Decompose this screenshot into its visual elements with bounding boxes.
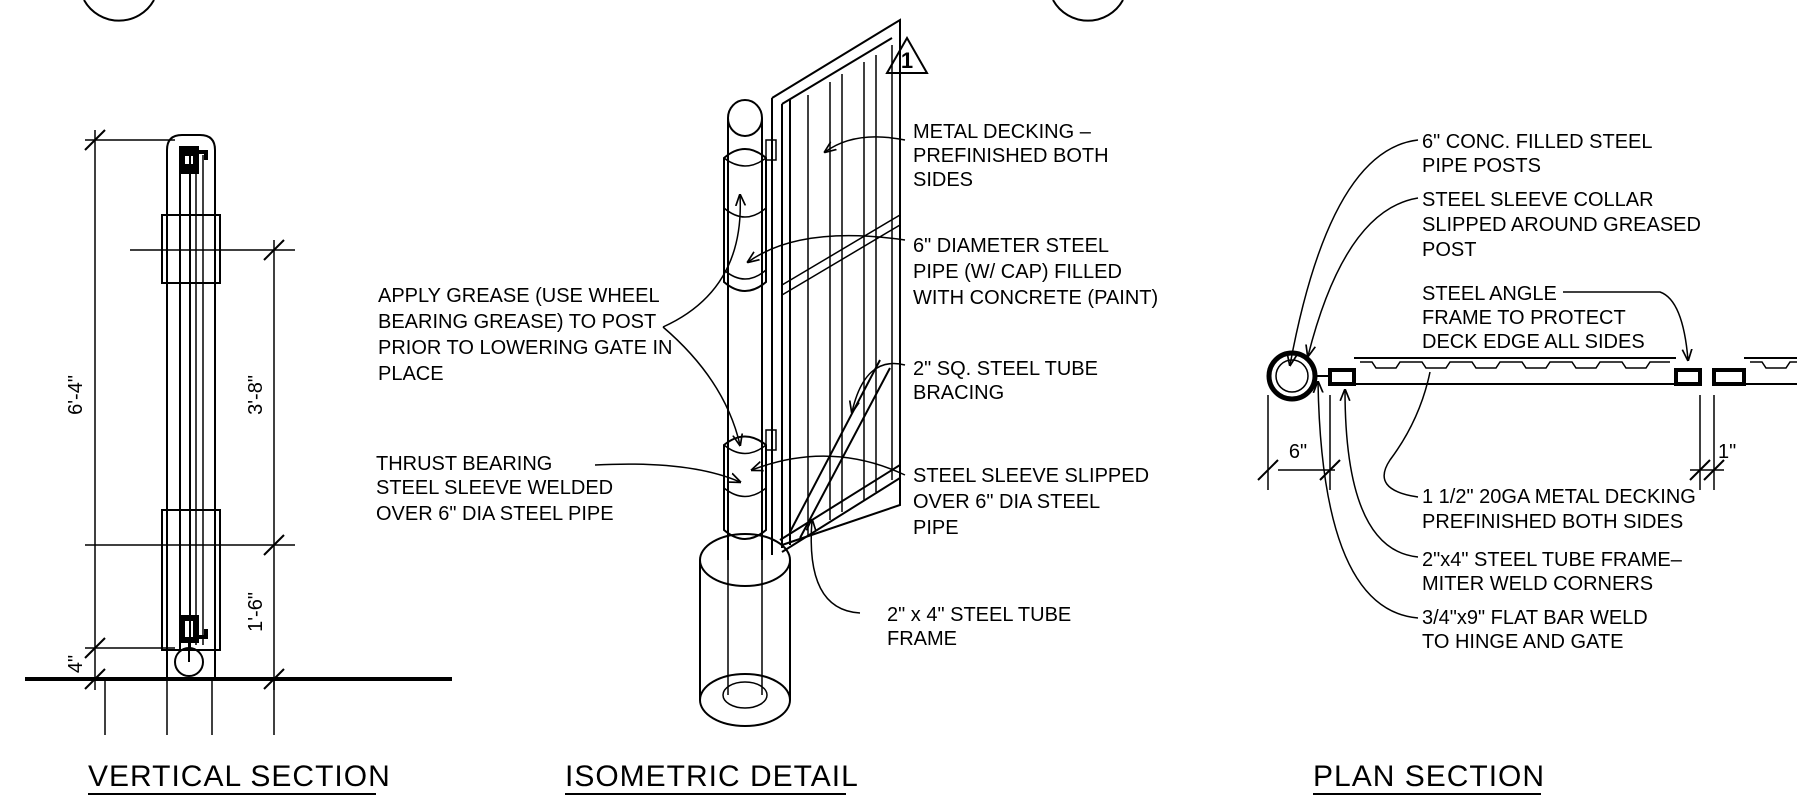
dim-bottom-clearance: 4" (65, 655, 87, 673)
note-steel-pipe: 6" DIAMETER STEEL PIPE (W/ CAP) FILLED W… (913, 235, 1158, 309)
note-pipe-posts: 6" CONC. FILLED STEEL PIPE POSTS (1422, 131, 1657, 177)
note-metal-decking-plan: 1 1/2" 20GA METAL DECKING PREFINISHED BO… (1422, 486, 1701, 533)
revision-triangle (885, 35, 929, 74)
dim-lower-height: 1'-6" (245, 592, 267, 632)
title-vertical-section: VERTICAL SECTION (88, 760, 391, 793)
dim-gap: 1" (1718, 441, 1736, 463)
isometric-detail: 1 (376, 18, 1158, 727)
note-steel-sleeve: STEEL SLEEVE SLIPPED OVER 6" DIA STEEL P… (913, 465, 1155, 539)
dim-overall-height: 6'-4" (65, 375, 87, 415)
plan-section: 6" 1" 6" CONC. FILLED STEEL PIPE POSTS S… (1257, 131, 1797, 653)
note-tube-frame-plan: 2"x4" STEEL TUBE FRAME– MITER WELD CORNE… (1422, 549, 1687, 595)
detail-bubbles (83, 0, 1124, 22)
dim-upper-height: 3'-8" (245, 375, 267, 415)
view-titles: VERTICAL SECTION ISOMETRIC DETAIL PLAN S… (88, 760, 1545, 795)
note-apply-grease: APPLY GREASE (USE WHEEL BEARING GREASE) … (378, 285, 678, 385)
note-sleeve-collar: STEEL SLEEVE COLLAR SLIPPED AROUND GREAS… (1422, 189, 1707, 261)
vertical-section: 6'-4" 3'-8" 1'-6" 4" (25, 129, 452, 735)
note-tube-frame: 2" x 4" STEEL TUBE FRAME (887, 604, 1077, 650)
note-metal-decking: METAL DECKING – PREFINISHED BOTH SIDES (913, 121, 1114, 191)
title-isometric-detail: ISOMETRIC DETAIL (565, 760, 859, 793)
note-tube-bracing: 2" SQ. STEEL TUBE BRACING (913, 358, 1104, 404)
revision-tag: 1 (901, 48, 913, 73)
note-thrust-bearing: THRUST BEARING STEEL SLEEVE WELDED OVER … (376, 453, 619, 525)
note-flat-bar: 3/4"x9" FLAT BAR WELD TO HINGE AND GATE (1422, 607, 1653, 653)
dim-post-width: 6" (1289, 441, 1307, 463)
note-steel-angle: STEEL ANGLE FRAME TO PROTECT DECK EDGE A… (1422, 283, 1645, 353)
title-plan-section: PLAN SECTION (1313, 760, 1545, 793)
